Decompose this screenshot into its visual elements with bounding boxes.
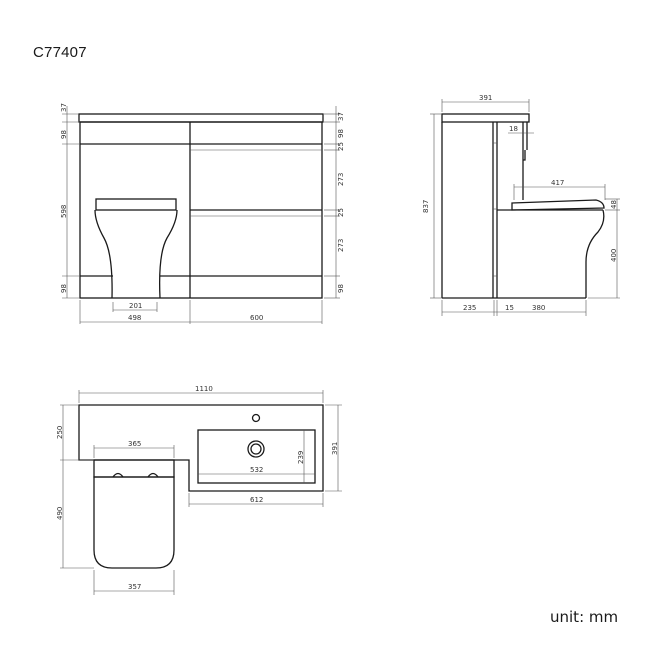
side-view: 391 18 837 417 48 400 235 15 380 <box>422 94 620 316</box>
side-dim-48: 48 <box>610 200 618 209</box>
front-right-dim-25-top: 25 <box>337 142 345 151</box>
front-right-dim-273-top: 273 <box>337 173 345 186</box>
top-dim-1110: 1110 <box>195 385 213 393</box>
front-view: 37 98 598 98 37 98 25 273 25 273 98 <box>60 103 345 324</box>
side-dim-391: 391 <box>479 94 492 102</box>
side-dim-18: 18 <box>509 125 518 133</box>
front-left-dim-98-bottom: 98 <box>60 284 68 293</box>
side-dim-235: 235 <box>463 304 476 312</box>
front-dim-600: 600 <box>250 314 263 322</box>
side-dim-15: 15 <box>505 304 514 312</box>
top-dim-612: 612 <box>250 496 263 504</box>
front-right-dim-98-top: 98 <box>337 129 345 138</box>
side-dim-417: 417 <box>551 179 564 187</box>
front-dim-498: 498 <box>128 314 141 322</box>
side-dim-380: 380 <box>532 304 545 312</box>
front-left-dim-598: 598 <box>60 205 68 218</box>
side-dim-400: 400 <box>610 249 618 262</box>
side-dim-837: 837 <box>422 200 430 213</box>
top-dim-250: 250 <box>56 426 64 439</box>
top-dim-391: 391 <box>331 442 339 455</box>
top-dim-239: 239 <box>297 451 305 464</box>
front-left-dim-37: 37 <box>60 103 68 112</box>
top-view: 1110 250 490 365 357 532 239 391 612 <box>56 385 342 595</box>
front-dim-201: 201 <box>129 302 142 310</box>
front-right-dim-98-bottom: 98 <box>337 284 345 293</box>
product-code: C77407 <box>33 44 87 61</box>
top-dim-365: 365 <box>128 440 141 448</box>
front-right-dim-273-bottom: 273 <box>337 239 345 252</box>
front-right-dim-25-mid: 25 <box>337 208 345 217</box>
top-dim-357: 357 <box>128 583 141 591</box>
unit-label: unit: mm <box>550 608 619 626</box>
front-left-dim-98-top: 98 <box>60 130 68 139</box>
top-dim-532: 532 <box>250 466 263 474</box>
top-dim-490: 490 <box>56 507 64 520</box>
front-right-dim-37: 37 <box>337 112 345 121</box>
